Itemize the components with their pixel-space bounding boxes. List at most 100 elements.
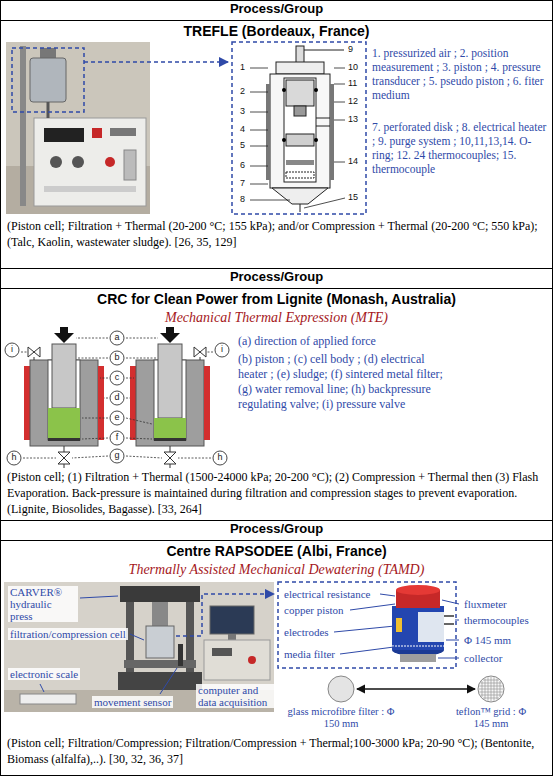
callout-letter: i [5, 343, 19, 357]
mte-cells-part-part [126, 418, 152, 424]
mte-cells-part [166, 327, 174, 333]
filter-disc-outline [478, 676, 504, 702]
callout-letter: h [7, 451, 21, 465]
mte-cells-part [48, 408, 80, 438]
apparatus-photo-part [50, 156, 62, 168]
apparatus-photo-part [30, 58, 66, 102]
mte-cells-part-part [126, 358, 156, 359]
filter-label: glass microfibre filter : Φ 150 mm [281, 706, 401, 730]
part-label: collector [462, 652, 504, 664]
tamd-photo-part [228, 634, 236, 640]
piston-cell-schematic-part [250, 68, 345, 208]
mte-cells-part-part [76, 338, 108, 339]
callout-number: 9 [348, 44, 353, 55]
part-label: filtration/compression cell [8, 628, 128, 640]
piston-cell-schematic-part [296, 46, 304, 64]
piston-cell-schematic-part [286, 80, 314, 106]
callout-number: 15 [348, 192, 358, 203]
callout-number: 11 [348, 78, 357, 89]
callout-letter: e [110, 411, 124, 425]
callout-letter: b [110, 351, 124, 365]
part-label: movement sensor [92, 696, 173, 708]
part-label: electronic scale [8, 668, 80, 680]
piston-cell-schematic-part [232, 42, 366, 214]
mte-cells-part-part [82, 418, 108, 419]
piston-cell-schematic-part [272, 188, 328, 204]
mte-cells-part-part [126, 338, 158, 339]
tamd-photo-part [20, 694, 76, 704]
tamd-photo-part [178, 644, 183, 666]
mte-cells-part-part [207, 352, 213, 353]
grid-line [483, 698, 499, 699]
cell-render-part [444, 615, 454, 617]
mte-cells-part-part [126, 438, 152, 439]
mte-cells-part [130, 366, 136, 440]
mte-cells-part [98, 366, 104, 440]
mte-cells [5, 327, 229, 468]
piston-cell-schematic-part-part [334, 102, 345, 103]
caption-text: (Piston cell; Filtration/Compression; Fi… [7, 735, 548, 767]
cell-render-part [444, 623, 454, 625]
callout-letter: d [110, 391, 124, 405]
connector-arrow [357, 688, 475, 689]
mte-cells-part-part [82, 438, 108, 439]
group-name: Centre RAPSODEE (Albi, France) [1, 543, 552, 560]
part-label: fluxmeter [462, 598, 509, 610]
mte-cells-part [28, 347, 40, 357]
tamd-photo-part [124, 660, 196, 668]
mte-cells-part-part [110, 411, 124, 425]
cell-render-part-part [380, 594, 395, 596]
mte-cells-part-part [126, 456, 162, 458]
cell-render-part [278, 582, 456, 668]
part-label: media filter [282, 648, 337, 660]
tamd-photo-part [248, 656, 256, 664]
callout-number: 10 [348, 62, 358, 73]
apparatus-photo-part [12, 48, 84, 112]
mte-cells-part-part [5, 343, 19, 357]
apparatus-photo-part [105, 157, 115, 167]
piston-cell-schematic-part [316, 118, 330, 119]
apparatus-photo-part [6, 42, 150, 214]
mte-cells-part-part [104, 398, 108, 399]
part-label: CARVER® hydraulic press [8, 586, 78, 622]
cell-render-part [392, 606, 444, 650]
header-text: Process/Group [1, 269, 552, 289]
grid-line [479, 689, 503, 690]
apparatus-photo-part [110, 128, 136, 136]
tamd-photo-part [146, 626, 174, 658]
callout-number: 2 [240, 86, 245, 97]
mte-cells-part-part [213, 451, 227, 465]
cell-render-part-part [446, 640, 459, 641]
tamd-photo-part [120, 586, 200, 602]
cell-render-part-part [340, 647, 394, 654]
callout-number: 1 [240, 62, 245, 73]
process-panel: Process/GroupTREFLE (Bordeaux, France)(P… [0, 0, 553, 269]
filter-disc-shape [327, 675, 355, 703]
piston-cell-schematic-part [286, 160, 314, 165]
callout-number: 12 [348, 96, 358, 107]
mte-cells-part [204, 366, 210, 440]
header-text: Process/Group [1, 1, 552, 21]
callout-number: 6 [240, 160, 245, 171]
mte-cells-part-part [23, 458, 56, 459]
mte-cells-part-part [100, 378, 108, 379]
tamd-photo-part-part [80, 596, 118, 598]
apparatus-photo [6, 42, 150, 214]
zoom-arrow [176, 594, 274, 636]
cell-render-part [334, 594, 459, 658]
cell-render-part-part [350, 604, 395, 610]
mte-cells-part-part [126, 378, 134, 379]
piston-cell-schematic-part [286, 172, 314, 178]
piston-cell-schematic-part-part [250, 200, 290, 201]
caption-text: (Piston cell; (1) Filtration + Thermal (… [7, 469, 548, 517]
piston-cell-schematic-part [284, 78, 316, 182]
filter-disc-shape [477, 675, 505, 703]
header-text: Process/Group [1, 521, 552, 541]
mte-cells-part [54, 333, 74, 343]
callout-number: 4 [240, 124, 245, 135]
mte-cells-part [52, 344, 76, 408]
callout-number: 7 [240, 178, 245, 189]
mte-cells-part [58, 452, 70, 464]
callout-number: 14 [348, 156, 358, 167]
mte-cells-part [24, 366, 30, 440]
